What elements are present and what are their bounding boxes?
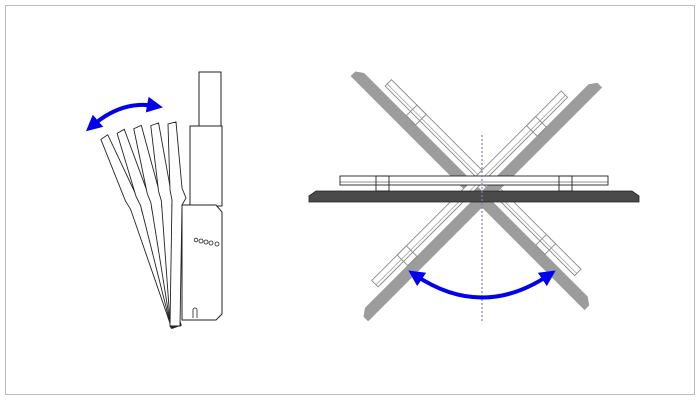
bracket-clip: [525, 115, 547, 137]
bracket-clip: [375, 175, 390, 192]
tilted-panels: [100, 121, 187, 330]
mount-lower-box: [181, 204, 223, 321]
swivel-arrow: [408, 270, 556, 300]
tv-panel: [308, 190, 640, 203]
bracket-clip: [405, 104, 427, 126]
tilt-diagram: [85, 71, 223, 330]
latch-icon: [192, 307, 198, 318]
tilt-arrow: [85, 96, 163, 132]
bracket-clip: [558, 175, 573, 192]
indicator-dots: [193, 237, 220, 247]
tilted-panel: [167, 121, 187, 327]
bracket-clip: [396, 245, 418, 267]
mount-upper-box: [189, 125, 223, 207]
panel-center: [308, 175, 640, 203]
mount-pole: [198, 71, 222, 129]
wall-bracket: [339, 175, 609, 186]
swivel-diagram: [308, 71, 640, 323]
bracket-clip: [535, 233, 557, 255]
